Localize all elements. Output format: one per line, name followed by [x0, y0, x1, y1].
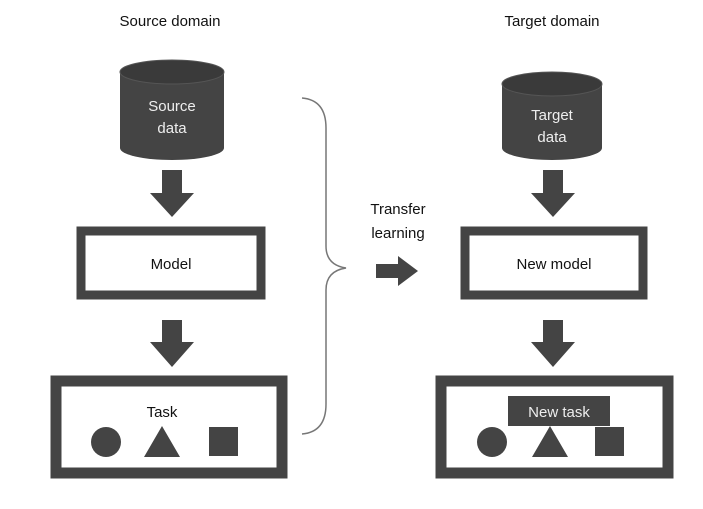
target-domain-heading: Target domain	[504, 13, 599, 30]
transfer-label-line2: learning	[371, 225, 424, 242]
new-task-label-bg	[508, 396, 610, 426]
arrow-down-icon	[531, 170, 575, 217]
source-data-label-line2: data	[157, 120, 187, 137]
source-data-label-line1: Source	[148, 98, 196, 115]
target-data-cylinder-icon	[501, 71, 603, 160]
circle-icon	[91, 427, 121, 457]
target-data-label-line2: data	[537, 129, 567, 146]
target-data-label-line1: Target	[531, 107, 574, 124]
arrow-right-icon	[376, 256, 418, 286]
new-task-box	[435, 375, 674, 479]
circle-icon	[477, 427, 507, 457]
square-icon	[595, 427, 624, 456]
arrow-down-icon	[531, 320, 575, 367]
source-domain-heading: Source domain	[120, 13, 221, 30]
curly-brace	[301, 97, 347, 435]
arrow-down-icon	[150, 320, 194, 367]
square-icon	[209, 427, 238, 456]
new-model-label: New model	[516, 256, 591, 273]
model-label: Model	[151, 256, 192, 273]
source-data-cylinder-icon	[119, 59, 225, 160]
triangle-icon	[532, 426, 568, 457]
new-task-label: New task	[528, 404, 590, 421]
task-box	[50, 375, 288, 479]
arrow-down-icon	[150, 170, 194, 217]
model-box	[76, 226, 266, 300]
new-model-box	[460, 226, 648, 300]
triangle-icon	[144, 426, 180, 457]
task-label: Task	[147, 404, 178, 421]
transfer-label-line1: Transfer	[370, 201, 425, 218]
